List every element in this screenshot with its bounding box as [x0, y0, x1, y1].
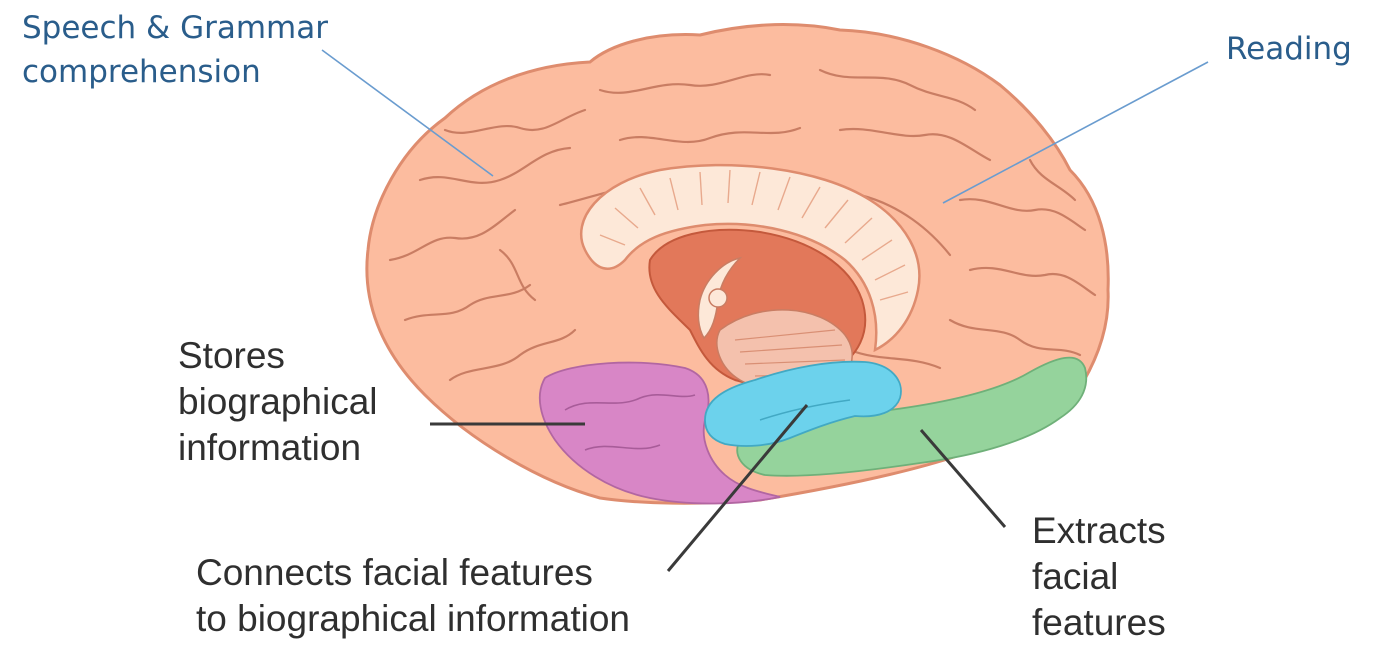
label-reading: Reading: [1226, 27, 1352, 71]
label-speech-grammar: Speech & Grammar comprehension: [22, 6, 328, 94]
label-stores-bio-line2: biographical: [178, 379, 378, 425]
label-speech-grammar-line1: Speech & Grammar: [22, 6, 328, 50]
label-reading-text: Reading: [1226, 27, 1352, 71]
label-stores-bio-line3: information: [178, 425, 378, 471]
label-speech-grammar-line2: comprehension: [22, 50, 328, 94]
label-extracts-line2: facial: [1032, 554, 1166, 600]
label-extracts-line3: features: [1032, 600, 1166, 646]
label-connects-line2: to biographical information: [196, 596, 630, 642]
label-stores-bio-line1: Stores: [178, 333, 378, 379]
label-connects-line1: Connects facial features: [196, 550, 630, 596]
label-connects: Connects facial features to biographical…: [196, 550, 630, 642]
anterior-commissure: [709, 289, 727, 307]
label-extracts: Extracts facial features: [1032, 508, 1166, 646]
label-stores-bio: Stores biographical information: [178, 333, 378, 471]
label-extracts-line1: Extracts: [1032, 508, 1166, 554]
